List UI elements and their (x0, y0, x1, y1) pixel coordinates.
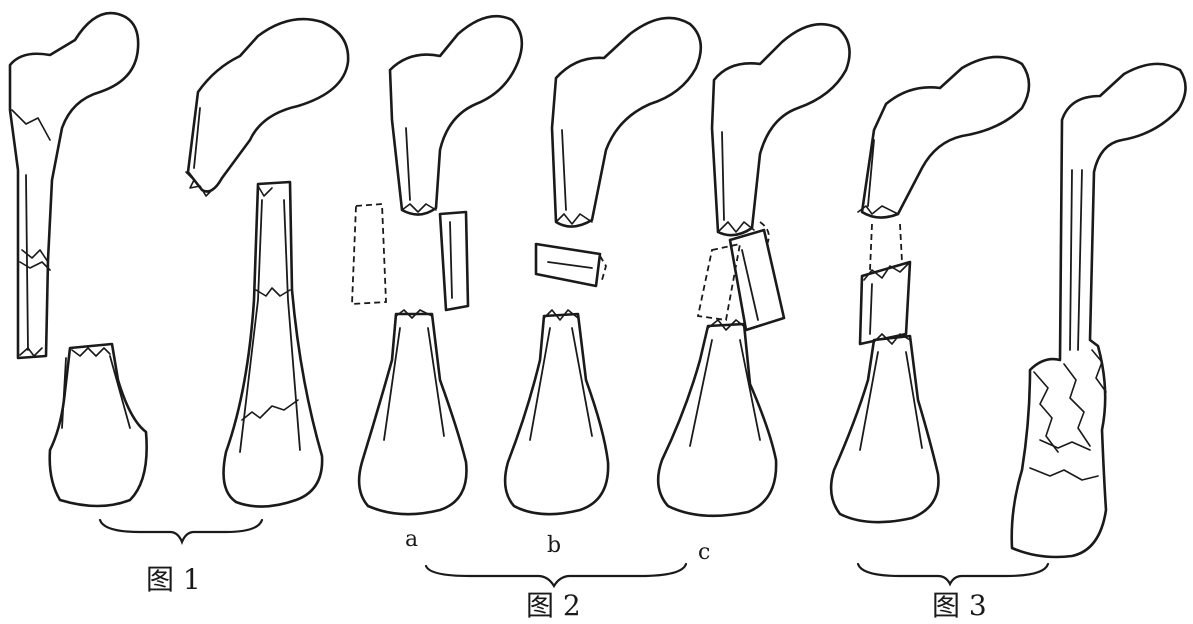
fig2c-distal-femur (658, 324, 776, 516)
figure-2-sublabel-a: a (405, 527, 418, 552)
fig1-brace (100, 520, 262, 542)
fig3-brace (858, 564, 1048, 584)
fig1-right-proximal-femur (188, 19, 348, 191)
figure-2-sublabel-c: c (698, 540, 710, 565)
fig2c-proximal-femur (712, 24, 850, 235)
figure-1-illustration (10, 13, 348, 506)
fig3-left-proximal-femur (862, 57, 1029, 218)
fig3-left-distal-femur (831, 336, 938, 522)
figure-2-illustration (352, 16, 850, 516)
fig1-left-distal-femur (50, 344, 147, 506)
fig2b-proximal-femur (552, 18, 701, 227)
fig1-right-distal-femur (224, 182, 323, 507)
figure-2-sublabel-b: b (547, 533, 561, 558)
fig2a-bone-fragment (440, 212, 468, 310)
figure-3-caption: 图 3 (932, 584, 987, 624)
figure-3-illustration (831, 57, 1185, 557)
figure-1-caption: 图 1 (146, 558, 201, 598)
fig2b-distal-femur (505, 314, 608, 514)
fig2a-distal-femur (359, 314, 466, 514)
fig1-left-upper-femur (10, 13, 138, 358)
fig2a-dashed-fragment (352, 204, 386, 304)
fig2-brace (426, 564, 686, 586)
fig3-right-healed-femur (1012, 64, 1186, 557)
figure-2-caption: 图 2 (526, 584, 581, 624)
